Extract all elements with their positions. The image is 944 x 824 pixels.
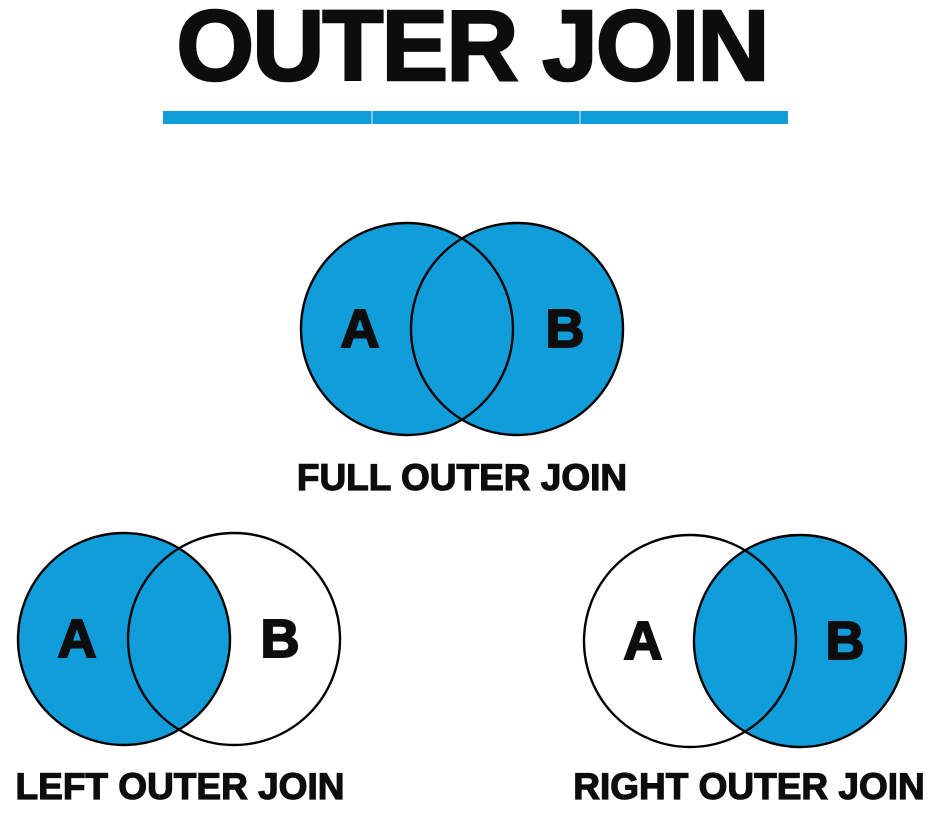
caption-full-outer-join: FULL OUTER JOIN — [296, 456, 628, 498]
circle-b-outline — [126, 531, 342, 747]
venn-left-outer-join: A B — [16, 531, 342, 747]
label-b: B — [546, 299, 585, 359]
label-a: A — [58, 609, 97, 669]
underline-segment-divider — [579, 111, 582, 124]
title-underline-bar — [163, 111, 788, 124]
caption-left-outer-join: LEFT OUTER JOIN — [15, 765, 345, 807]
circle-b-fill — [411, 223, 623, 435]
circle-b-fill — [694, 535, 906, 747]
circle-a-outline — [582, 533, 798, 749]
caption-right-outer-join: RIGHT OUTER JOIN — [573, 765, 926, 807]
circle-b-outline — [692, 533, 908, 749]
circle-b-outline — [409, 221, 625, 437]
label-a: A — [341, 299, 380, 359]
page-title: OUTER JOIN — [175, 0, 771, 102]
venn-right-outer-join: A B — [582, 533, 908, 749]
circle-a-outline — [16, 531, 232, 747]
circle-a-fill — [18, 533, 230, 745]
label-b: B — [261, 609, 300, 669]
venn-full-outer-join: A B — [299, 221, 625, 437]
label-b: B — [826, 611, 865, 671]
label-a: A — [624, 611, 663, 671]
underline-segment-divider — [371, 111, 374, 124]
circle-a-outline — [299, 221, 515, 437]
